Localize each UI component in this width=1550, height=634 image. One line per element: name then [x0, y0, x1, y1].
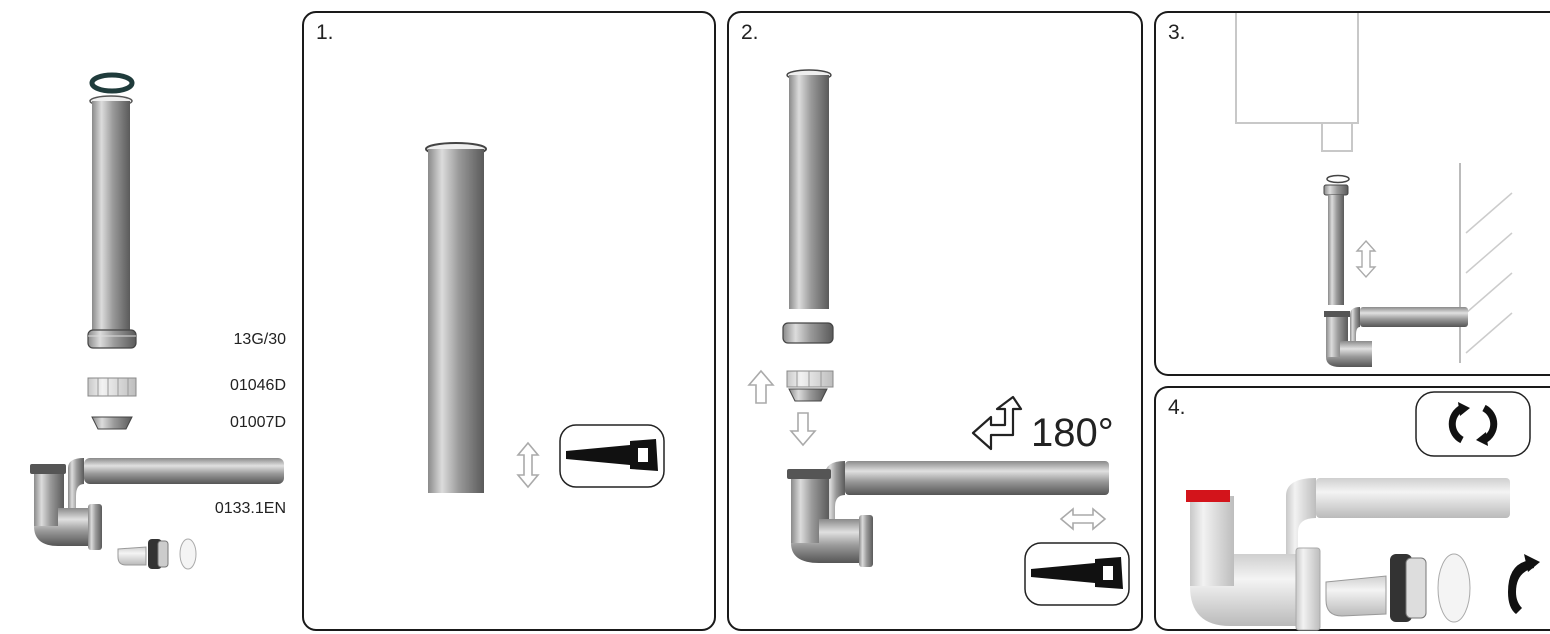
trap-assembly — [1324, 307, 1468, 367]
saw-icon — [559, 424, 665, 488]
step-panel-2: 2. 180° — [727, 11, 1143, 631]
cone-part-label: 01007D — [229, 414, 286, 431]
insert-part-label: 01046D — [229, 377, 286, 394]
wall-hatch — [1459, 163, 1513, 363]
rotation-degree: 180° — [1031, 411, 1114, 455]
double-arrow-vertical-icon — [1355, 239, 1377, 279]
trap-assembly — [1186, 478, 1510, 631]
step-panel-1: 1. — [302, 11, 716, 631]
trap-part-label: 0133.1EN — [214, 500, 286, 517]
step-panel-4: 4. — [1154, 386, 1550, 631]
tailpiece-tube — [786, 69, 832, 309]
threaded-insert — [786, 370, 834, 388]
cleanout-parts — [1325, 553, 1471, 623]
arrow-up-icon — [747, 369, 775, 404]
step-panel-3: 3. — [1154, 11, 1550, 376]
rotate-arrow-icon — [971, 395, 1023, 451]
seal-ring — [89, 72, 135, 94]
double-arrow-horizontal-icon — [1059, 507, 1107, 531]
trap-assembly — [787, 461, 1109, 567]
turn-arrow-icon — [1508, 554, 1540, 614]
tailpiece-tube — [1323, 184, 1349, 305]
nut-part-label: 13G/30 — [233, 331, 286, 348]
step-number: 3. — [1168, 21, 1186, 44]
cleanout-parts — [117, 538, 197, 570]
union-nut — [782, 322, 834, 344]
step-number: 1. — [316, 21, 334, 44]
saw-icon — [1024, 542, 1130, 606]
cone-washer — [788, 388, 828, 402]
sink-basin-outline — [1235, 13, 1359, 152]
tailpiece-tube — [89, 95, 133, 331]
cone-washer — [91, 416, 133, 430]
double-arrow-vertical-icon — [516, 441, 540, 489]
arrow-down-icon — [789, 412, 817, 447]
rotate-cycle-icon — [1415, 391, 1531, 457]
seal-ring — [1326, 174, 1350, 184]
trap-assembly — [30, 458, 284, 550]
step-number: 2. — [741, 21, 759, 44]
threaded-insert — [87, 377, 137, 397]
tailpiece-tube — [425, 142, 487, 493]
union-nut — [87, 329, 137, 349]
step-number: 4. — [1168, 396, 1186, 419]
